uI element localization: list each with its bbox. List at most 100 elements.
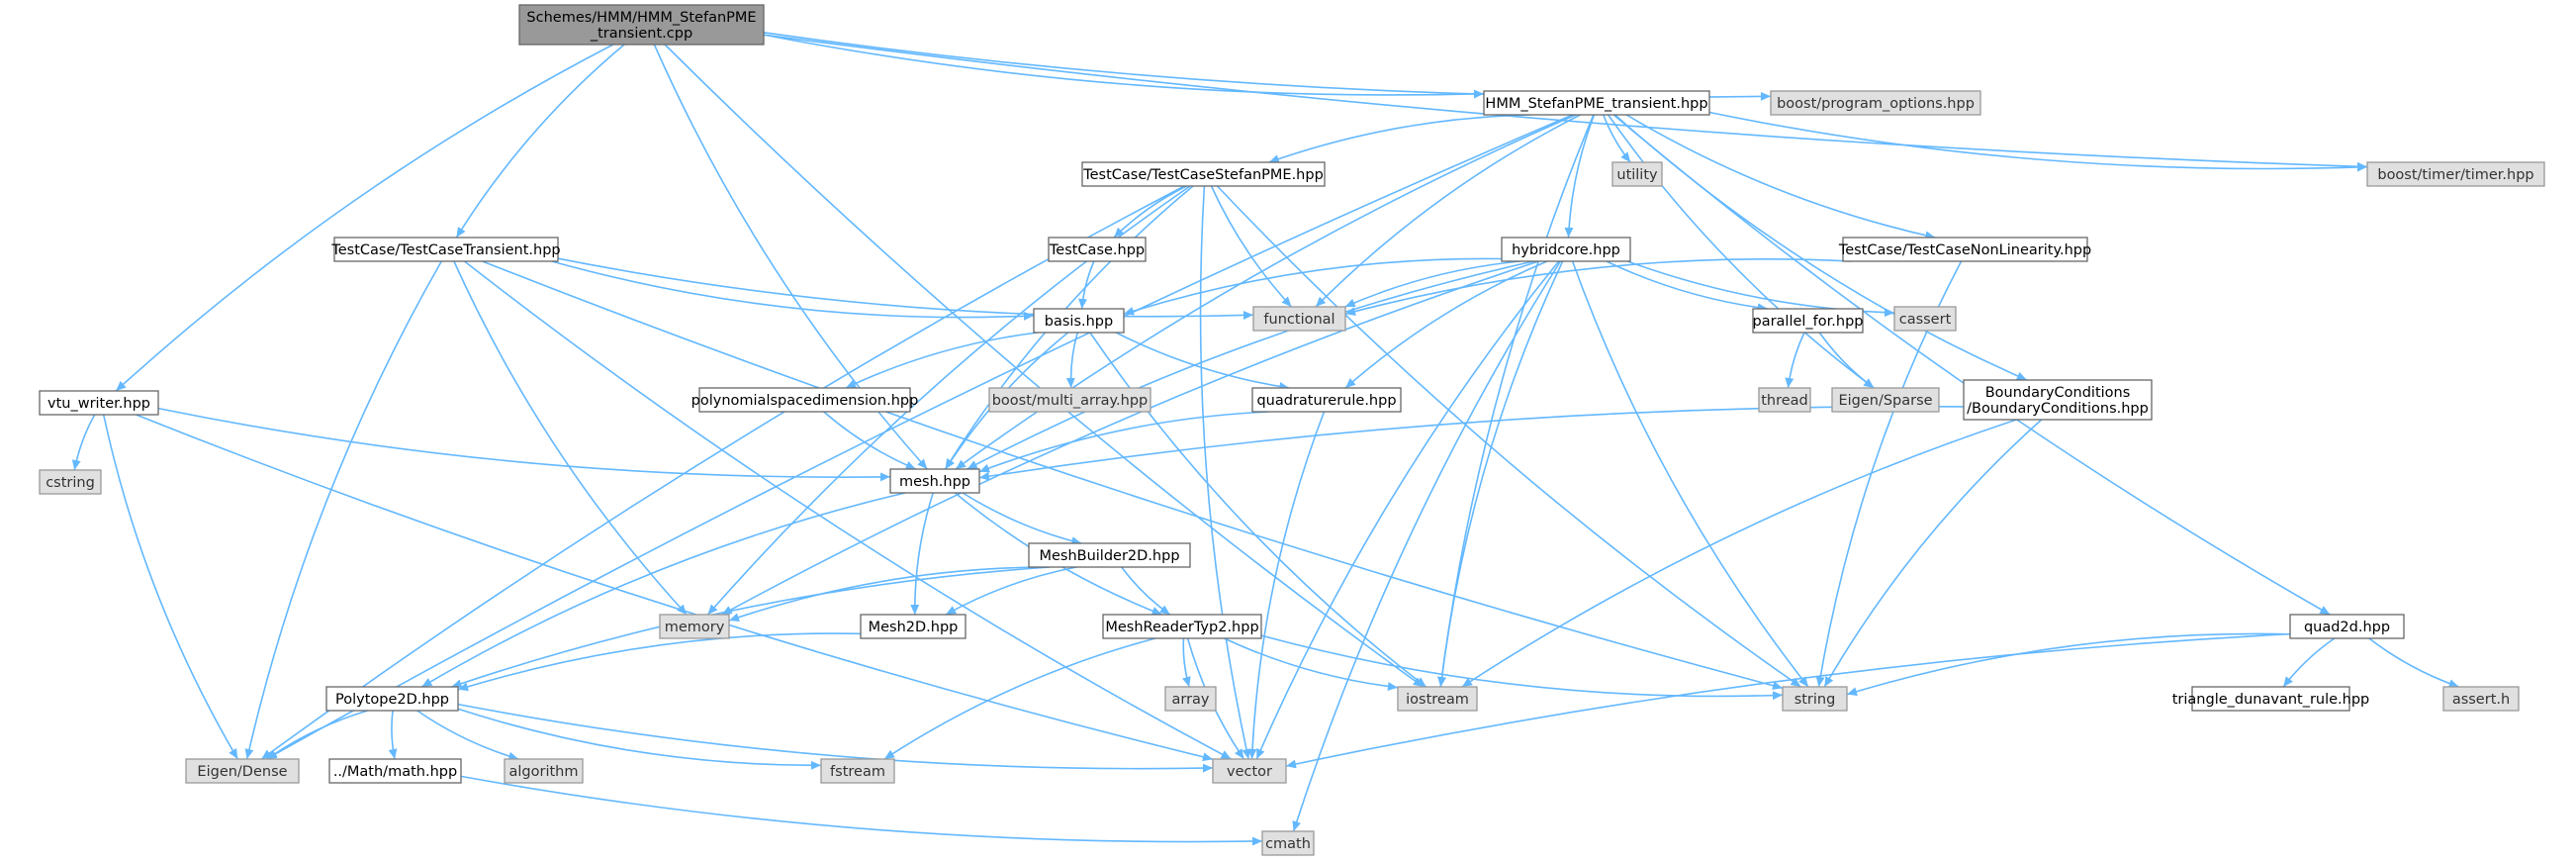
node-functional[interactable]: functional — [1252, 306, 1346, 332]
node-vtu-label: vtu_writer.hpp — [47, 396, 150, 412]
edge-hmm_hpp-to-sparse — [1608, 114, 1875, 389]
edge-hybridcore-to-iostream — [1437, 260, 1564, 688]
node-parallel_for[interactable]: parallel_for.hpp — [1752, 308, 1864, 334]
node-multiarray-label: boost/multi_array.hpp — [992, 393, 1149, 409]
node-memory-box — [659, 614, 730, 639]
node-string[interactable]: string — [1782, 686, 1848, 712]
node-cmath[interactable]: cmath — [1261, 830, 1315, 856]
node-dense-label: Eigen/Dense — [197, 764, 287, 780]
edge-hmm_hpp-to-functional — [1315, 114, 1581, 308]
node-testcase[interactable]: TestCase.hpp — [1048, 237, 1147, 262]
edge-tcstefan-to-dense — [260, 185, 1185, 760]
edge-root-to-program_options — [763, 32, 1772, 101]
node-tcnonlin[interactable]: TestCase/TestCaseNonLinearity.hpp — [1838, 237, 2091, 262]
edge-mreader-to-string — [1260, 634, 1784, 701]
node-string-box — [1782, 686, 1848, 712]
node-cassert[interactable]: cassert — [1893, 306, 1957, 332]
node-mesh-box — [889, 468, 980, 494]
node-mesh[interactable]: mesh.hpp — [889, 468, 980, 494]
node-thread[interactable]: thread — [1758, 387, 1811, 413]
node-mb2d-label: MeshBuilder2D.hpp — [1039, 548, 1179, 564]
node-utility[interactable]: utility — [1611, 161, 1663, 187]
node-program_options[interactable]: boost/program_options.hpp — [1770, 90, 1981, 116]
edge-tctrans-to-string — [482, 260, 1784, 691]
node-basis-label: basis.hpp — [1045, 314, 1113, 330]
edge-parallel_for-to-sparse — [1818, 332, 1875, 389]
edge-hmm_hpp-to-dense — [265, 114, 1574, 760]
node-cstring-label: cstring — [46, 475, 95, 491]
node-mreader[interactable]: MeshReaderTyp2.hpp — [1102, 614, 1262, 639]
edge-quad2d-to-asserth — [2368, 637, 2459, 688]
node-iostream-label: iostream — [1406, 692, 1469, 708]
node-algorithm-label: algorithm — [509, 764, 579, 780]
edge-polydim-to-mesh — [823, 411, 917, 470]
node-mathhpp-label: ../Math/math.hpp — [333, 764, 457, 780]
node-layer: Schemes/HMM/HMM_StefanPME_transient.cppH… — [39, 4, 2545, 856]
edge-hybridcore-to-cmath — [1292, 260, 1562, 832]
edge-hybridcore-to-memory — [721, 260, 1539, 616]
edge-vtu-to-dense — [102, 414, 238, 760]
node-polydim-box — [698, 387, 911, 413]
node-functional-label: functional — [1263, 312, 1334, 328]
node-cassert-label: cassert — [1899, 312, 1952, 328]
edge-mreader-to-array — [1182, 637, 1191, 688]
edge-root-to-mesh — [653, 44, 928, 470]
node-mb2d[interactable]: MeshBuilder2D.hpp — [1028, 542, 1191, 568]
edge-mesh2d-to-poly2d — [457, 632, 862, 692]
node-dunavant-label: triangle_dunavant_rule.hpp — [2172, 692, 2370, 708]
node-memory[interactable]: memory — [659, 614, 730, 639]
node-multiarray[interactable]: boost/multi_array.hpp — [988, 387, 1151, 413]
node-root-label: Schemes/HMM/HMM_StefanPME — [526, 10, 756, 26]
edge-hybridcore-to-mesh — [966, 260, 1534, 470]
edge-mb2d-to-poly2d — [451, 566, 1051, 689]
node-sparse[interactable]: Eigen/Sparse — [1831, 387, 1940, 413]
edge-hmm_hpp-to-tcstefan — [1268, 114, 1531, 163]
node-mathhpp[interactable]: ../Math/math.hpp — [328, 758, 462, 784]
node-program_options-label: boost/program_options.hpp — [1777, 96, 1975, 112]
node-vtu[interactable]: vtu_writer.hpp — [39, 390, 159, 416]
node-dense[interactable]: Eigen/Dense — [185, 758, 300, 784]
node-algorithm[interactable]: algorithm — [504, 758, 584, 784]
node-asserth-label: assert.h — [2452, 692, 2510, 708]
node-vtu-box — [39, 390, 159, 416]
node-hybridcore[interactable]: hybridcore.hpp — [1501, 237, 1631, 262]
node-mesh2d[interactable]: Mesh2D.hpp — [860, 614, 966, 639]
edge-hybridcore-to-vector — [1255, 260, 1560, 760]
node-bc[interactable]: BoundaryConditions/BoundaryConditions.hp… — [1963, 379, 2153, 421]
edge-basis-to-multiarray — [1065, 332, 1078, 389]
node-cmath-box — [1261, 830, 1315, 856]
node-basis-box — [1033, 308, 1125, 334]
node-fstream-box — [820, 758, 895, 784]
node-dunavant[interactable]: triangle_dunavant_rule.hpp — [2172, 686, 2370, 712]
node-program_options-box — [1770, 90, 1981, 116]
edge-root-to-iostream — [664, 44, 1425, 688]
node-vector-label: vector — [1227, 764, 1272, 780]
node-tctrans[interactable]: TestCase/TestCaseTransient.hpp — [330, 237, 561, 262]
node-cassert-box — [1893, 306, 1957, 332]
node-tcstefan-label: TestCase/TestCaseStefanPME.hpp — [1082, 167, 1324, 183]
node-basis[interactable]: basis.hpp — [1033, 308, 1125, 334]
node-quad2d[interactable]: quad2d.hpp — [2289, 614, 2405, 639]
edge-basis-to-quadrule — [1115, 332, 1290, 391]
node-iostream[interactable]: iostream — [1397, 686, 1478, 712]
node-mreader-box — [1102, 614, 1262, 639]
edge-tcstefan-to-functional — [1210, 185, 1293, 308]
node-tcstefan[interactable]: TestCase/TestCaseStefanPME.hpp — [1081, 161, 1326, 187]
node-polydim[interactable]: polynomialspacedimension.hpp — [691, 387, 919, 413]
edge-mesh-to-mesh2d — [910, 492, 934, 616]
node-asserth[interactable]: assert.h — [2442, 686, 2520, 712]
node-tcstefan-box — [1081, 161, 1326, 187]
node-vector[interactable]: vector — [1212, 758, 1287, 784]
node-quadrule[interactable]: quadraturerule.hpp — [1251, 387, 1402, 413]
node-hmm_hpp[interactable]: HMM_StefanPME_transient.hpp — [1483, 90, 1710, 116]
node-fstream[interactable]: fstream — [820, 758, 895, 784]
node-array[interactable]: array — [1164, 686, 1217, 712]
edge-poly2d-to-algorithm — [416, 710, 519, 761]
node-timer[interactable]: boost/timer/timer.hpp — [2366, 161, 2545, 187]
edge-vtu-to-vector — [136, 414, 1214, 762]
node-poly2d[interactable]: Polytope2D.hpp — [325, 686, 459, 712]
edge-hmm_hpp-to-hybridcore — [1564, 114, 1596, 239]
node-root[interactable]: Schemes/HMM/HMM_StefanPME_transient.cpp — [518, 4, 765, 46]
node-cstring[interactable]: cstring — [39, 469, 102, 495]
node-mesh2d-box — [860, 614, 966, 639]
